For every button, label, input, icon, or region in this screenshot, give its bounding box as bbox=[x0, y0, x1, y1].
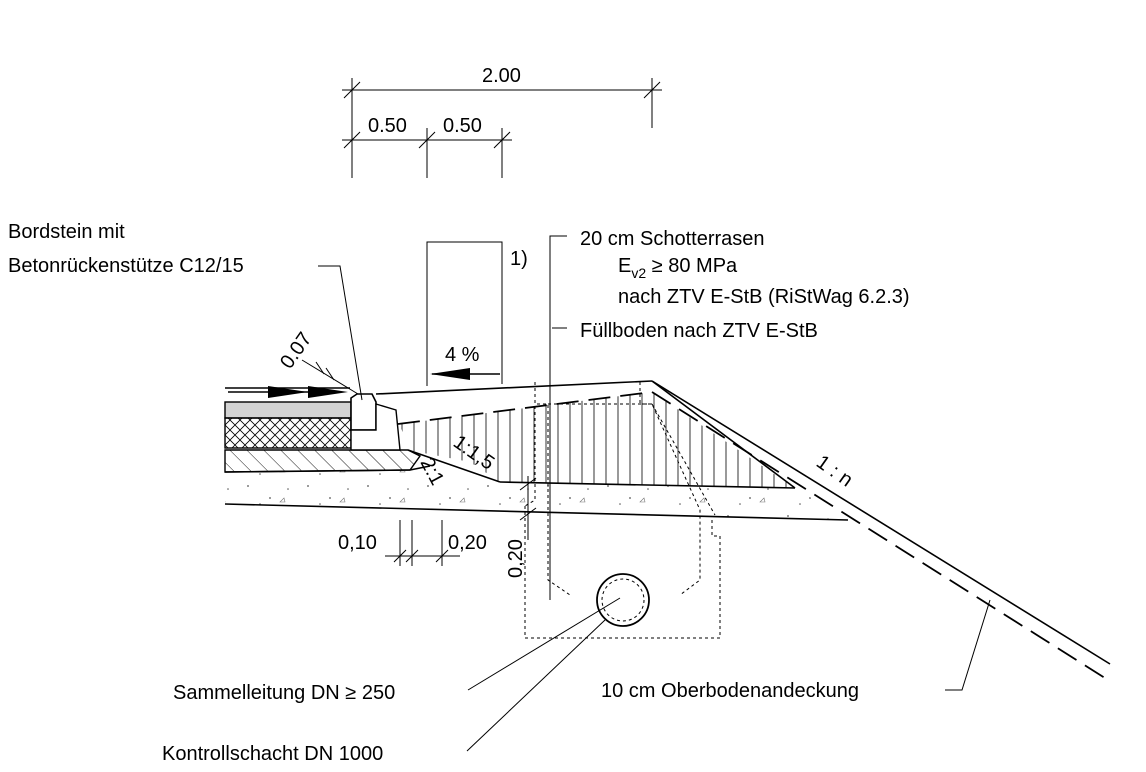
slope-percent-label: 4 % bbox=[445, 344, 480, 366]
layer-top-line2: Ev2 ≥ 80 MPa bbox=[618, 255, 738, 281]
layer-fill-label: Füllboden nach ZTV E-StB bbox=[580, 320, 818, 342]
inspection-shaft bbox=[524, 382, 721, 639]
dim-020-label: 0,20 bbox=[448, 532, 487, 554]
note-frame: 1) bbox=[426, 241, 528, 386]
dimension-top: 2.00 0.50 0.50 bbox=[342, 65, 662, 178]
collector-pipe bbox=[596, 573, 650, 627]
layer-labels: 20 cm Schotterrasen Ev2 ≥ 80 MPa nach ZT… bbox=[549, 228, 910, 600]
dim-vertical-label: 0,20 bbox=[505, 539, 527, 578]
dimension-bottom: 0,10 0,20 bbox=[338, 520, 487, 566]
dim-010-label: 0,10 bbox=[338, 532, 377, 554]
dim-right-label: 0.50 bbox=[443, 115, 482, 137]
curb-height-label: 0.07 bbox=[276, 328, 316, 373]
note-marker: 1) bbox=[510, 248, 528, 270]
curb-label: Bordstein mit Betonrückenstütze C12/15 bbox=[8, 221, 363, 401]
embankment-fill bbox=[400, 392, 795, 488]
road-pavement bbox=[224, 387, 352, 449]
dimension-vertical: 0,20 bbox=[505, 476, 537, 578]
dim-left-label: 0.50 bbox=[368, 115, 407, 137]
slope-arrows: 4 % bbox=[228, 344, 500, 398]
base-layer bbox=[224, 449, 422, 473]
pipe-label: Sammelleitung DN ≥ 250 bbox=[173, 682, 395, 704]
bottom-labels: Sammelleitung DN ≥ 250 Kontrollschacht D… bbox=[162, 597, 991, 765]
ground-surface bbox=[375, 380, 1111, 679]
curb-height-dimension: 0.07 bbox=[276, 328, 359, 395]
curb-label-line1: Bordstein mit bbox=[8, 221, 125, 243]
curb-label-line2: Betonrückenstütze C12/15 bbox=[8, 255, 244, 277]
shaft-label: Kontrollschacht DN 1000 bbox=[162, 743, 383, 765]
topsoil-label: 10 cm Oberbodenandeckung bbox=[601, 680, 859, 702]
layer-top-line3: nach ZTV E-StB (RiStWag 6.2.3) bbox=[618, 286, 910, 308]
layer-top-line1: 20 cm Schotterrasen bbox=[580, 228, 765, 250]
curb-stone bbox=[350, 393, 401, 451]
dim-total-label: 2.00 bbox=[482, 65, 521, 87]
slope-n-label: 1 : n bbox=[812, 451, 857, 491]
